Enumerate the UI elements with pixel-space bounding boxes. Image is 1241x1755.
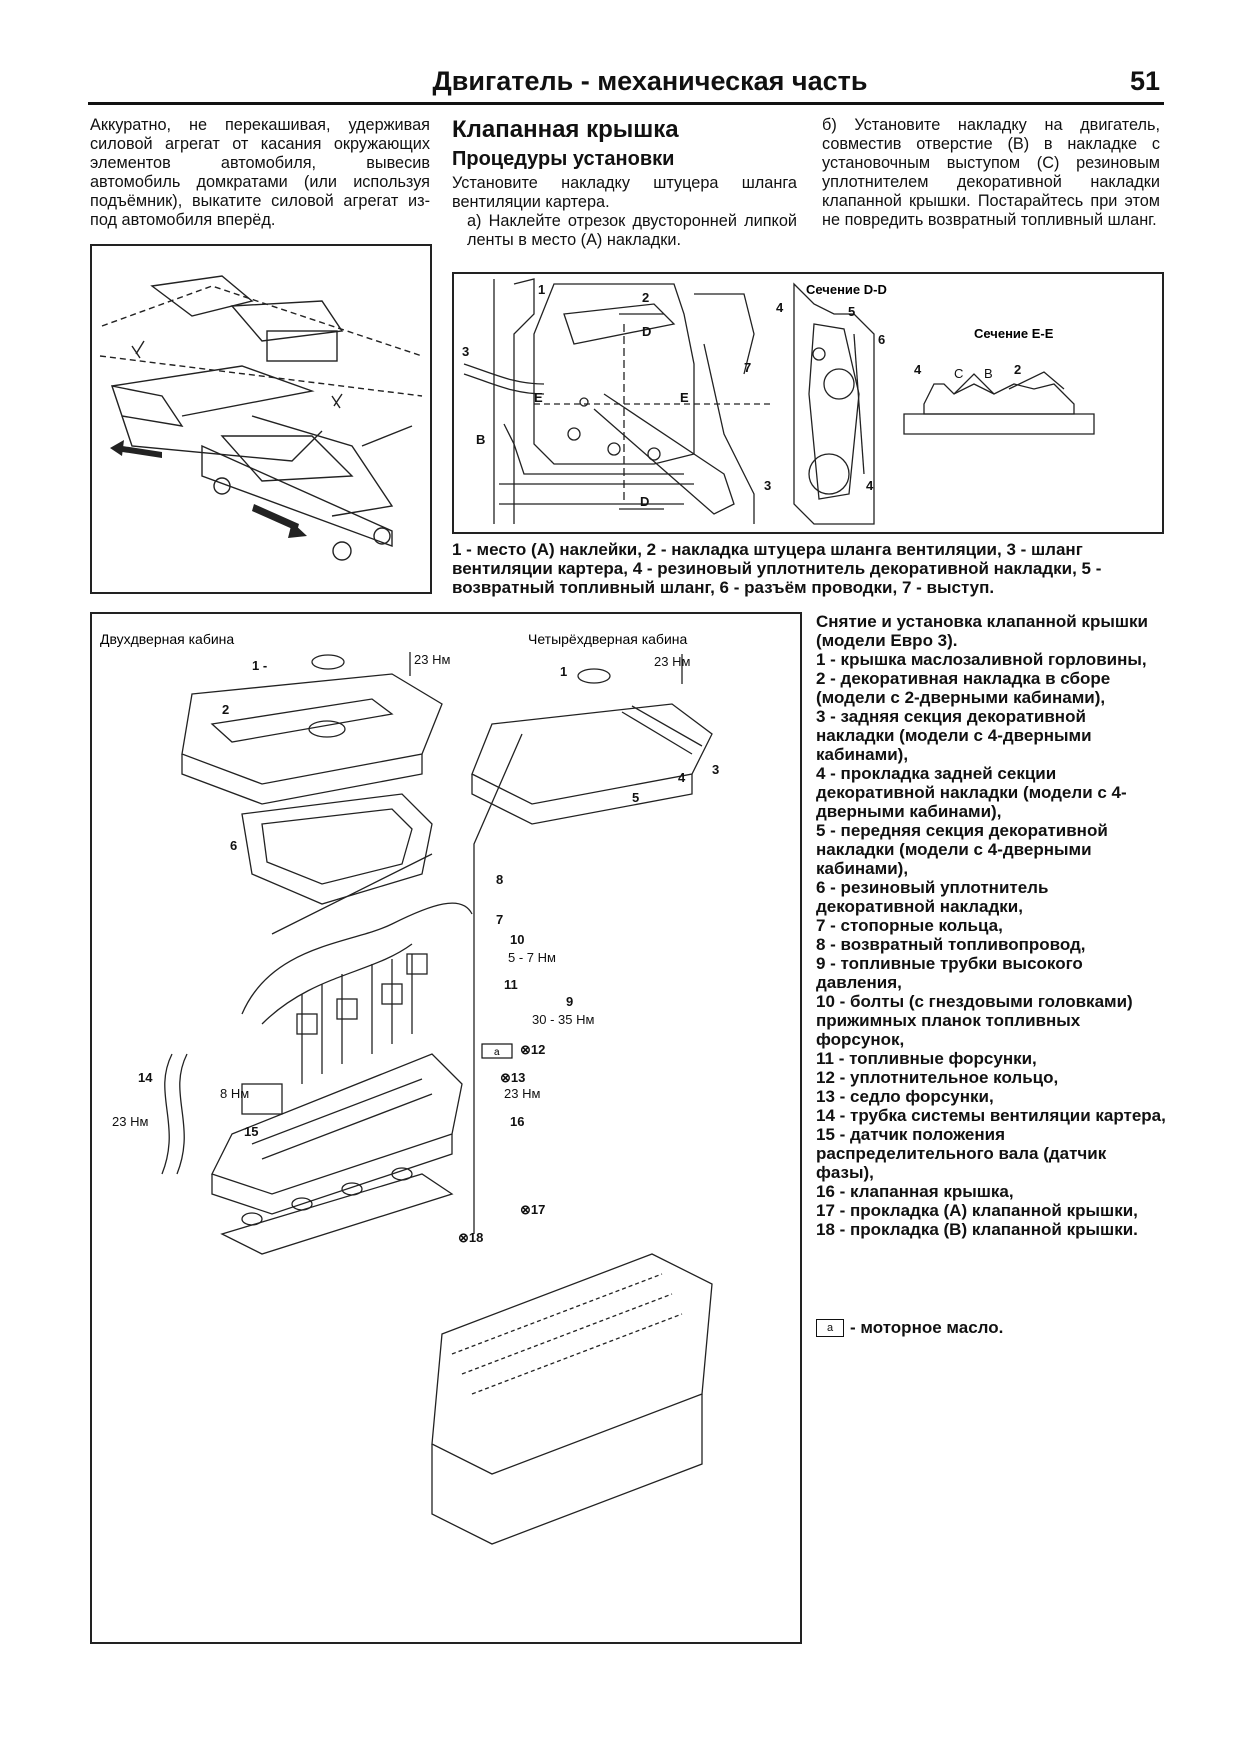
page-number: 51 — [1130, 66, 1161, 96]
fig-label-3b: 3 — [764, 478, 771, 493]
fig-label-b: B — [476, 432, 485, 447]
step-b: б) Установите накладку на двигатель, сов… — [822, 116, 1160, 229]
fig-label-4a: 4 — [776, 300, 784, 315]
fig-label-7: 7 — [744, 360, 751, 375]
legend-item: 1 - крышка маслозаливной горловины, — [816, 650, 1147, 669]
fig-label-e-left: E — [534, 390, 543, 405]
main-label-10: 10 — [510, 932, 524, 947]
left-column-text: Аккуратно, не перекашивая, удерживая сил… — [90, 116, 430, 229]
exploded-drawing: Двухдверная кабина Четырёхдверная кабина — [100, 631, 719, 1545]
main-label-14: 14 — [138, 1070, 153, 1085]
legend-item: 3 - задняя секция декоративной накладки … — [816, 707, 1092, 764]
step-a: а) Наклейте отрезок двусторонней липкой … — [467, 212, 797, 249]
oil-can-icon: a — [816, 1319, 844, 1337]
section-title: Клапанная крышка — [452, 116, 679, 143]
legend-item: 11 - топливные форсунки, — [816, 1049, 1037, 1068]
subsection-title: Процедуры установки — [452, 148, 675, 170]
legend-item: 4 - прокладка задней секции декоративной… — [816, 764, 1127, 821]
fig-label-d-top: D — [642, 324, 651, 339]
fig-label-2: 2 — [642, 290, 649, 305]
parts-legend: Снятие и установка клапанной крышки (мод… — [816, 612, 1166, 1239]
main-label-8: 8 — [496, 872, 503, 887]
legend-item: 15 - датчик положения распределительного… — [816, 1125, 1107, 1182]
main-label-13: ⊗13 — [500, 1070, 525, 1085]
main-label-9: 9 — [566, 994, 573, 1009]
main-label-1b: 1 — [560, 664, 567, 679]
main-label-15: 15 — [244, 1124, 258, 1139]
header-rule — [88, 102, 1164, 105]
main-label-18: ⊗18 — [458, 1230, 483, 1245]
fig-label-2b: 2 — [1014, 362, 1021, 377]
legend-item: 16 - клапанная крышка, — [816, 1182, 1014, 1201]
fig-label-4b: 4 — [866, 478, 874, 493]
torque-injector-bolts: 5 - 7 Нм — [508, 950, 556, 965]
jack-drawing — [99, 275, 423, 561]
legend-item: 9 - топливные трубки высокого давления, — [816, 954, 1083, 992]
fig-label-6: 6 — [878, 332, 885, 347]
main-label-2: 2 — [222, 702, 229, 717]
fig-label-d-bottom: D — [640, 494, 649, 509]
top-figure-caption: 1 - место (A) наклейки, 2 - накладка шту… — [452, 540, 1102, 597]
legend-item: 13 - седло форсунки, — [816, 1087, 994, 1106]
fig-label-3: 3 — [462, 344, 469, 359]
legend-item: 8 - возвратный топливопровод, — [816, 935, 1086, 954]
torque-sensor: 8 Нм — [220, 1086, 249, 1101]
main-label-12: ⊗12 — [520, 1042, 545, 1057]
main-label-7: 7 — [496, 912, 503, 927]
torque-valve-cover: 23 Нм — [504, 1086, 540, 1101]
oil-note-text: - моторное масло. — [850, 1318, 1004, 1337]
main-label-16: 16 — [510, 1114, 524, 1129]
main-label-4: 4 — [678, 770, 686, 785]
torque-fuel-pipes: 30 - 35 Нм — [532, 1012, 594, 1027]
fig-label-e-right: E — [680, 390, 689, 405]
torque-cover-4door: 23 Нм — [654, 654, 690, 669]
fig-label-4c: 4 — [914, 362, 922, 377]
legend-item: 10 - болты (с гнездовыми головками) приж… — [816, 992, 1133, 1049]
main-label-6: 6 — [230, 838, 237, 853]
fig-label-b2: B — [984, 366, 993, 381]
legend-item: 6 - резиновый уплотнитель декоративной н… — [816, 878, 1049, 916]
section-ee-label: Сечение E-E — [974, 326, 1054, 341]
legend-item: 17 - прокладка (A) клапанной крышки, — [816, 1201, 1138, 1220]
fig-label-5: 5 — [848, 304, 855, 319]
main-label-5: 5 — [632, 790, 639, 805]
four-door-cab-label: Четырёхдверная кабина — [528, 631, 687, 647]
section-dd-label: Сечение D-D — [806, 282, 887, 297]
svg-text:a: a — [494, 1047, 500, 1058]
oil-note: a - моторное масло. — [816, 1318, 1003, 1338]
torque-cover-2door: 23 Нм — [414, 652, 450, 667]
oil-symbol-figure: a — [481, 1043, 513, 1059]
fig-label-c: C — [954, 366, 963, 381]
jack-illustration — [90, 244, 432, 594]
two-door-cab-label: Двухдверная кабина — [100, 631, 234, 647]
legend-item: 7 - стопорные кольца, — [816, 916, 1003, 935]
main-label-11: 11 — [504, 977, 518, 992]
legend-item: 2 - декоративная накладка в сборе (модел… — [816, 669, 1111, 707]
exploded-view-figure: Двухдверная кабина Четырёхдверная кабина — [90, 612, 802, 1644]
legend-item: 12 - уплотнительное кольцо, — [816, 1068, 1059, 1087]
main-label-17: ⊗17 — [520, 1202, 545, 1217]
page-header-title: Двигатель - механическая часть — [432, 66, 868, 96]
legend-item: 5 - передняя секция декоративной накладк… — [816, 821, 1108, 878]
install-intro: Установите накладку штуцера шланга венти… — [452, 174, 797, 211]
valve-cover-pad-figure: 1 2 3 D E E B D 4 5 6 7 3 4 4 C B 2 Сече… — [452, 272, 1164, 534]
divider-line — [473, 733, 523, 1234]
legend-item: 14 - трубка системы вентиляции картера, — [816, 1106, 1166, 1125]
legend-item: 18 - прокладка (B) клапанной крышки. — [816, 1220, 1138, 1239]
torque-hose: 23 Нм — [112, 1114, 148, 1129]
legend-title: Снятие и установка клапанной крышки (мод… — [816, 612, 1148, 650]
fig-label-1: 1 — [538, 282, 545, 297]
main-label-3: 3 — [712, 762, 719, 777]
main-label-1: 1 - — [252, 658, 267, 673]
pad-drawing: 1 2 3 D E E B D 4 5 6 7 3 4 4 C B 2 Сече… — [462, 278, 1095, 525]
